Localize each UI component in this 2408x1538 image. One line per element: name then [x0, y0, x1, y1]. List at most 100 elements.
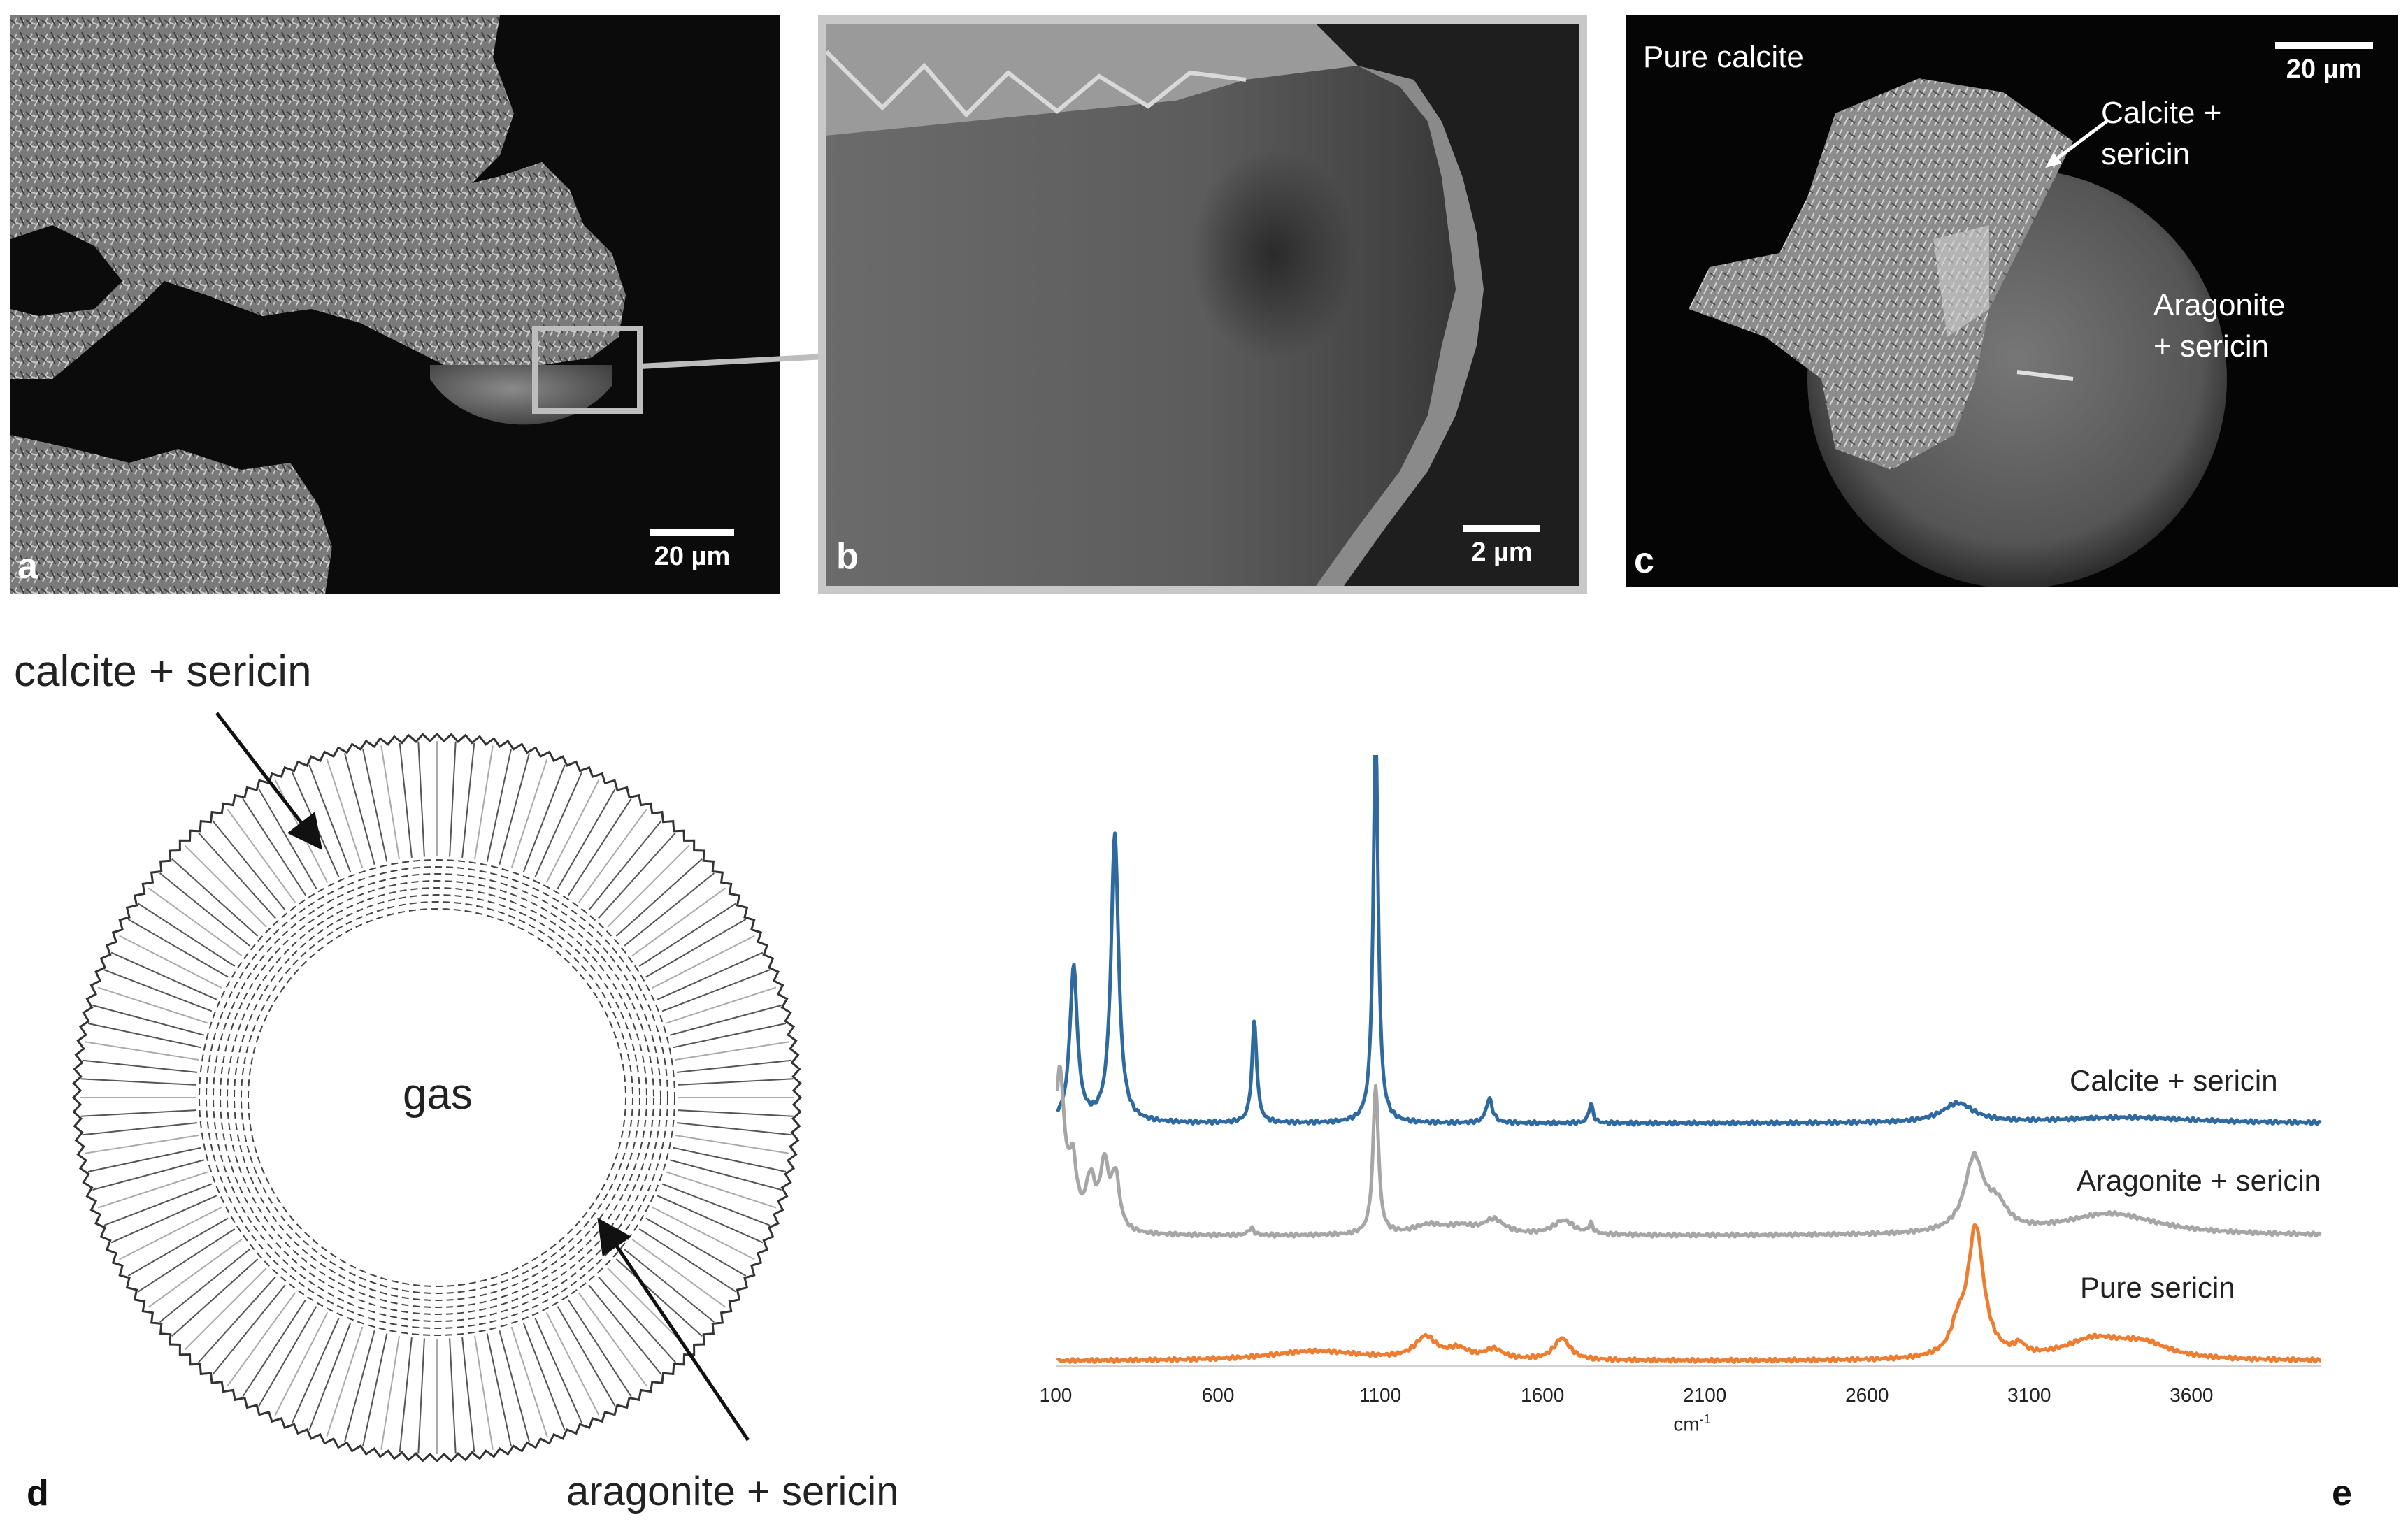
panel-c-calcite-sericin-line2: sericin — [2101, 137, 2191, 172]
panel-c-aragonite-sericin-label: Aragonite + sericin — [2153, 285, 2285, 368]
radial-crystal-line — [127, 1217, 229, 1277]
x-tick-label: 3600 — [2170, 1384, 2214, 1406]
panel-d-label: d — [27, 1473, 49, 1514]
radial-crystal-line — [399, 1337, 413, 1453]
radial-crystal-line — [417, 1338, 425, 1454]
radial-crystal-line — [258, 1306, 317, 1407]
radial-crystal-line — [159, 1249, 250, 1323]
x-tick-label: 600 — [1201, 1384, 1235, 1406]
radial-crystal-line — [227, 808, 296, 903]
radial-crystal-line — [545, 1311, 600, 1416]
radial-crystal-line — [171, 1258, 259, 1337]
radial-crystal-line — [137, 903, 236, 967]
radial-crystal-line — [638, 1228, 737, 1293]
radial-crystal-line — [197, 832, 276, 919]
radial-crystal-line — [103, 1183, 213, 1226]
panel-b-sem-image: b 2 µm — [818, 15, 1587, 594]
radial-crystal-line — [227, 1292, 296, 1387]
radial-crystal-line — [474, 745, 494, 860]
radial-crystal-line — [110, 951, 217, 1000]
radial-crystal-line — [449, 741, 457, 857]
zoom-connector — [639, 354, 826, 369]
series-label-calcite-sericin: Calcite + sericin — [2070, 1064, 2278, 1097]
concentric-aragonite-ring — [213, 873, 661, 1322]
radial-crystal-line — [557, 788, 616, 889]
radial-crystal-line — [308, 1322, 352, 1431]
radial-crystal-line — [615, 858, 703, 937]
panel-c-scale-label: 20 µm — [2286, 55, 2363, 84]
radial-crystal-line — [666, 986, 777, 1024]
panel-c-label: c — [1634, 540, 1654, 581]
gas-core — [250, 910, 624, 1285]
radial-crystal-line — [651, 935, 755, 989]
radial-crystal-line — [171, 858, 259, 937]
series-label-pure-sericin: Pure sericin — [2080, 1271, 2235, 1304]
radial-crystal-line — [676, 1059, 792, 1073]
radial-crystal-line — [82, 1059, 198, 1073]
radial-crystal-line — [87, 1147, 201, 1172]
panel-b-micrograph — [826, 24, 1579, 586]
radial-crystal-line — [510, 1326, 548, 1437]
radial-crystal-line — [103, 969, 213, 1012]
radial-crystal-line — [631, 887, 726, 957]
radial-crystal-line — [212, 820, 286, 911]
radial-crystal-line — [137, 1228, 236, 1293]
radial-crystal-line — [184, 845, 267, 928]
radial-crystal-line — [344, 1330, 375, 1442]
panel-e-chart — [1055, 755, 2322, 1367]
radial-crystal-line — [97, 1171, 208, 1209]
concentric-aragonite-ring — [199, 859, 675, 1336]
radial-crystal-line — [588, 820, 662, 911]
outer-serrated-edge — [71, 732, 803, 1463]
radial-crystal-line — [675, 1041, 789, 1061]
radial-crystal-line — [274, 1311, 329, 1416]
radial-crystal-line — [661, 969, 771, 1012]
radial-crystal-line — [344, 753, 375, 865]
radial-crystal-line — [85, 1135, 199, 1154]
radial-crystal-line — [673, 1147, 787, 1172]
radial-crystal-line — [568, 798, 632, 896]
panel-d-schematic: calcite + sericin gas aragonite + serici… — [0, 622, 1014, 1538]
radial-crystal-line — [449, 1338, 457, 1454]
panel-c-pure-calcite-label: Pure calcite — [1643, 40, 1804, 74]
panel-d-inner-label: aragonite + sericin — [566, 1469, 899, 1514]
panel-c-sem-image: Pure calcite Calcite + sericin Aragonite… — [1626, 15, 2398, 587]
x-tick-label: 1100 — [1359, 1384, 1402, 1406]
outer-label-arrow — [215, 712, 323, 850]
radial-crystal-line — [669, 1005, 782, 1036]
panel-a-scale-bar: 20 µm — [643, 529, 741, 572]
radial-crystal-line — [568, 1299, 632, 1397]
radial-crystal-line — [308, 764, 352, 873]
radial-crystal-line — [110, 1195, 217, 1244]
radial-crystal-line — [326, 1326, 364, 1437]
radial-crystal-line — [522, 1322, 566, 1431]
radial-crystal-line — [148, 1238, 243, 1308]
panel-d-schematic-drawing — [71, 712, 803, 1463]
radial-crystal-line — [678, 1078, 794, 1086]
panel-b-scale-bar: 2 µm — [1453, 525, 1551, 568]
radial-crystal-line — [148, 887, 243, 957]
series-label-aragonite-sericin: Aragonite + sericin — [2077, 1164, 2321, 1197]
panel-e-raman-spectra: Calcite + sericin Aragonite + sericin Pu… — [1014, 755, 2408, 1538]
radial-crystal-line — [588, 1284, 662, 1375]
radial-crystal-line — [92, 1159, 205, 1191]
radial-crystal-line — [499, 1330, 530, 1442]
radial-crystal-line — [534, 1317, 583, 1424]
concentric-aragonite-ring — [248, 908, 626, 1287]
radial-crystal-line — [97, 986, 208, 1024]
radial-crystal-line — [197, 1276, 276, 1363]
x-tick-label: 3100 — [2007, 1384, 2051, 1406]
radial-crystal-line — [578, 1292, 647, 1387]
radial-crystal-line — [678, 1109, 794, 1117]
radial-crystal-line — [661, 1183, 771, 1226]
radial-crystal-line — [82, 1122, 198, 1136]
panel-c-scale-bar: 20 µm — [2272, 42, 2377, 85]
inner-label-arrow — [597, 1217, 750, 1442]
radial-crystal-line — [676, 1122, 792, 1136]
radial-crystal-line — [522, 764, 566, 873]
radial-crystal-line — [362, 748, 388, 862]
panel-e-label: e — [2332, 1473, 2352, 1514]
radial-crystal-line — [380, 745, 400, 860]
x-tick-label: 100 — [1039, 1384, 1073, 1406]
radial-crystal-line — [607, 845, 690, 928]
